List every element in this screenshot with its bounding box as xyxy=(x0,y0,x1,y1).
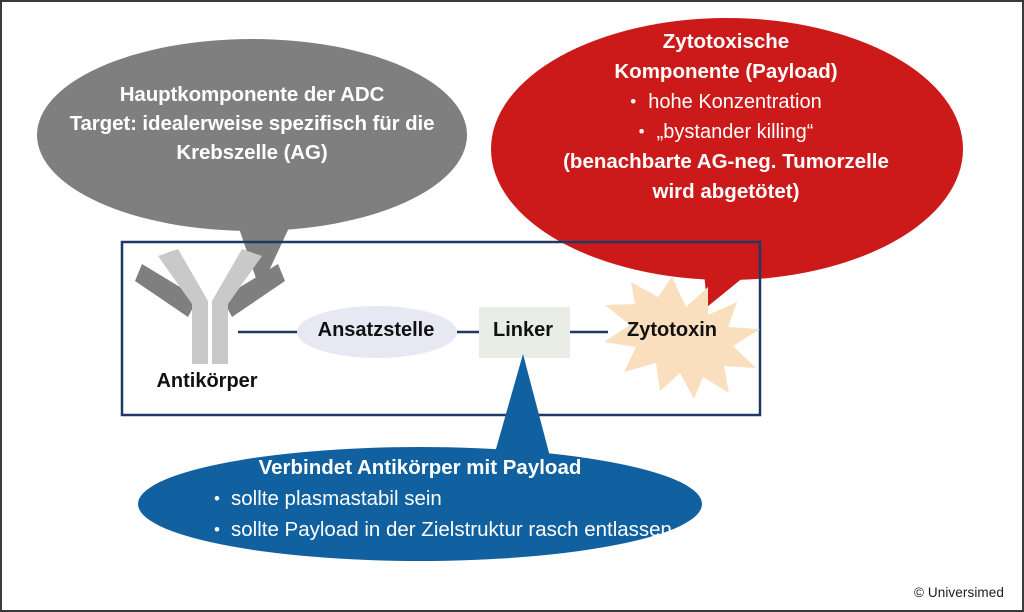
ansatzstelle-shape[interactable] xyxy=(297,306,457,358)
red-callout-shape[interactable] xyxy=(491,18,963,307)
adc-frame-box xyxy=(120,240,762,417)
zytotoxin-shape[interactable] xyxy=(604,277,760,399)
linker-shape[interactable] xyxy=(479,307,570,358)
copyright-credit: © Universimed xyxy=(913,585,1004,600)
antibody-icon xyxy=(135,249,285,364)
gray-callout-shape[interactable] xyxy=(37,39,467,290)
blue-callout-shape[interactable] xyxy=(138,354,702,561)
